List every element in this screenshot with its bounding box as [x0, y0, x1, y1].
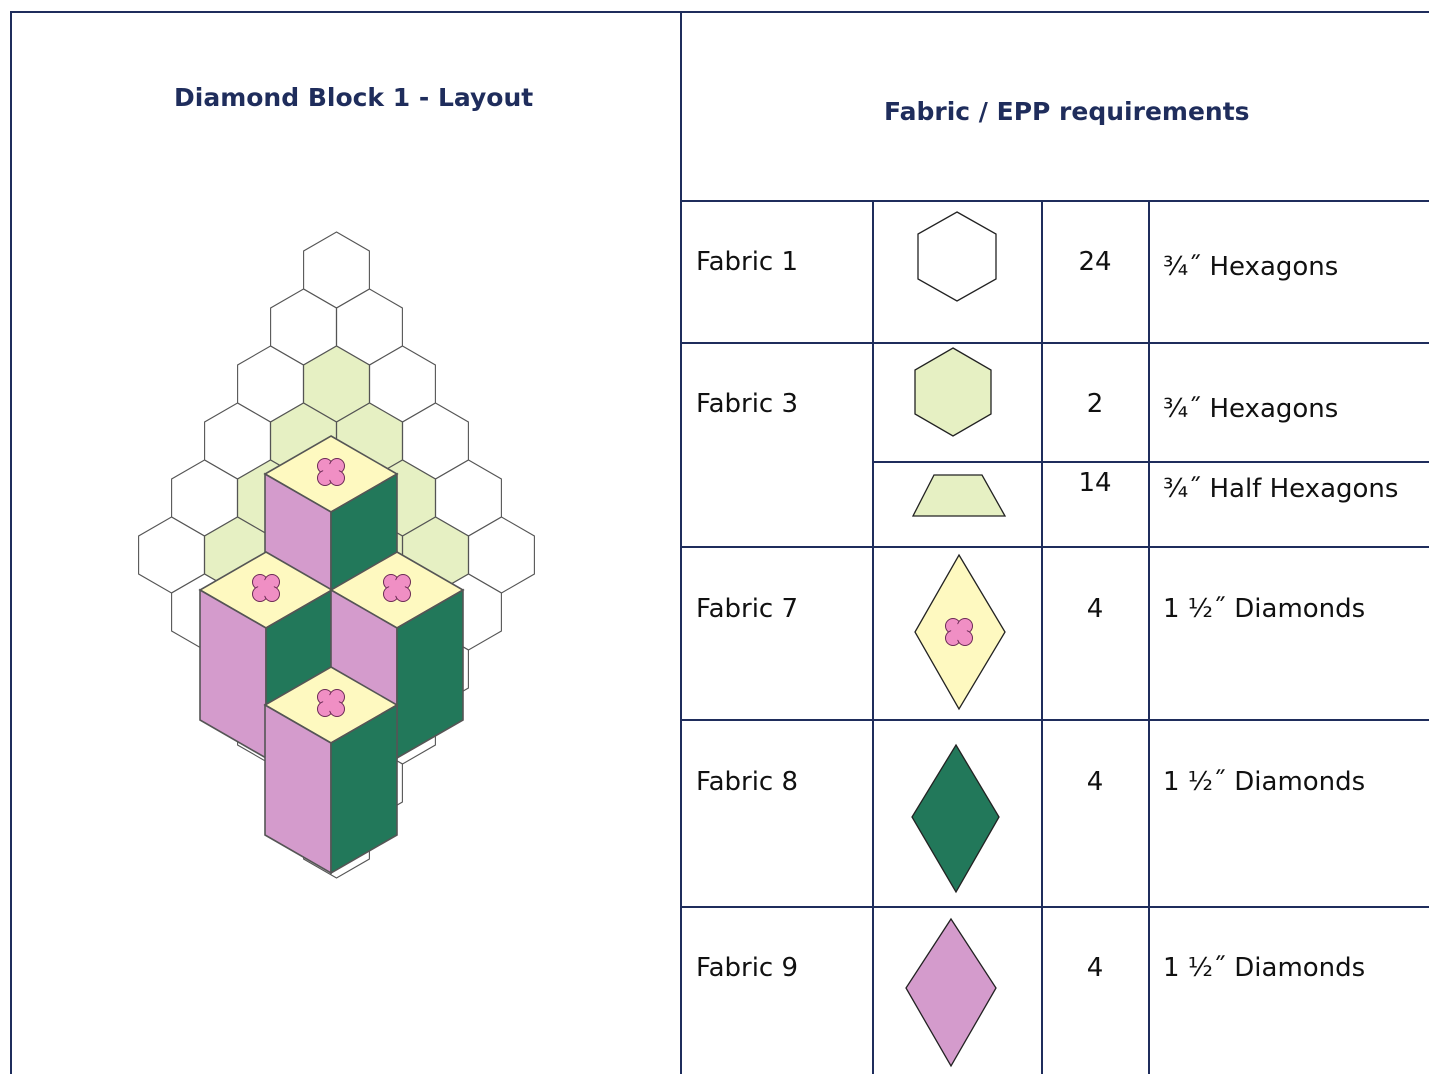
panel-divider [680, 11, 682, 1074]
green-diamond [330, 703, 398, 875]
shape-description: 1 ½˝ Diamonds [1163, 767, 1366, 797]
flower-icon [317, 689, 345, 717]
flower-icon [945, 618, 973, 646]
flower-icon [252, 574, 280, 602]
column-border [1041, 200, 1043, 1074]
row-border [680, 546, 1429, 548]
fabric-label: Fabric 1 [696, 247, 799, 277]
count-value: 4 [1086, 953, 1104, 983]
diamond-block-layout-diagram [138, 231, 535, 879]
row-border [680, 342, 1429, 344]
half-hexagon-icon [911, 474, 1007, 517]
layout-title: Diamond Block 1 - Layout [174, 83, 534, 112]
shape-description: 1 ½˝ Diamonds [1163, 594, 1366, 624]
shape-description: ¾˝ Half Hexagons [1163, 474, 1399, 504]
count-value: 4 [1086, 767, 1104, 797]
flower-icon [383, 574, 411, 602]
flower-icon [317, 458, 345, 486]
requirements-title: Fabric / EPP requirements [884, 97, 1250, 126]
header-row-border [680, 200, 1429, 202]
table-top-border [10, 11, 1429, 13]
subrow-border [872, 461, 1429, 463]
shape-description: 1 ½˝ Diamonds [1163, 953, 1366, 983]
lime-hexagon-icon [914, 347, 992, 437]
white-hexagon-icon [917, 211, 997, 302]
count-value: 14 [1078, 468, 1112, 498]
column-border [872, 200, 874, 1074]
count-value: 2 [1086, 389, 1104, 419]
count-value: 4 [1086, 594, 1104, 624]
count-value: 24 [1078, 247, 1112, 277]
row-border [680, 719, 1429, 721]
fabric-label: Fabric 9 [696, 953, 799, 983]
shape-description: ¾˝ Hexagons [1163, 252, 1339, 282]
green-diamond-icon [911, 743, 1000, 894]
fabric-label: Fabric 7 [696, 594, 799, 624]
fabric-label: Fabric 8 [696, 767, 799, 797]
shape-description: ¾˝ Hexagons [1163, 394, 1339, 424]
row-border [680, 906, 1429, 908]
column-border [1148, 200, 1150, 1074]
fabric-label: Fabric 3 [696, 389, 799, 419]
table-left-border [10, 11, 12, 1074]
yellow-diamond-flower-icon [914, 553, 1006, 711]
pink-diamond-icon [905, 917, 997, 1068]
